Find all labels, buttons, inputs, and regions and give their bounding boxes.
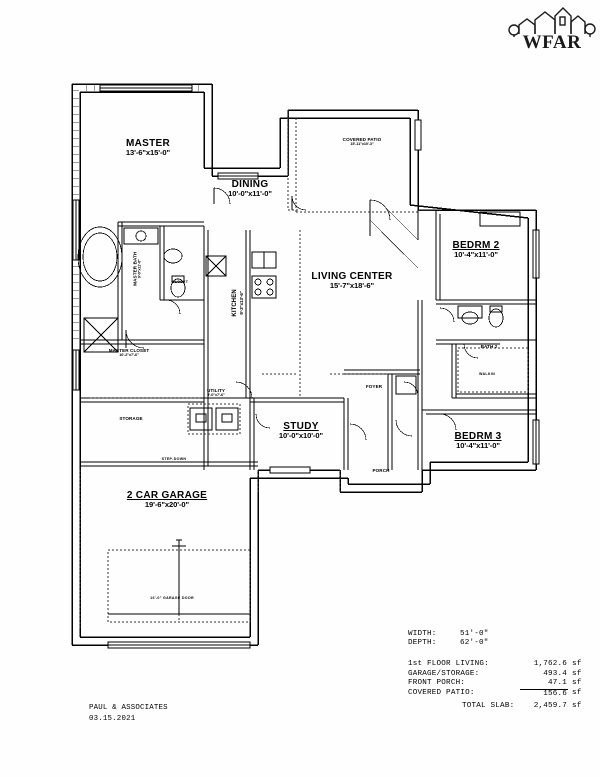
room-label-foyer: FOYER xyxy=(314,384,434,389)
depth-label: DEPTH: xyxy=(408,639,437,647)
area-row: FRONT PORCH: 47.1 sf xyxy=(408,679,588,689)
room-name: KITCHEN xyxy=(232,289,239,317)
room-name: STUDY xyxy=(283,421,319,432)
area-row: 1st FLOOR LIVING: 1,762.6 sf xyxy=(408,660,588,670)
width-value: 51'-0" xyxy=(460,630,489,638)
room-dimensions: 15'-7"x18'-6" xyxy=(329,281,375,291)
room-label-garage-door: 16'-0" GARAGE DOOR xyxy=(112,596,232,600)
room-name: BEDRM 3 xyxy=(454,431,502,442)
area-value: 1,762.6 xyxy=(533,660,567,668)
room-name: CLOSET xyxy=(171,280,189,284)
area-unit: sf xyxy=(572,679,582,688)
width-label: WIDTH: xyxy=(408,630,437,638)
area-unit: sf xyxy=(572,689,582,698)
depth-value: 62'-0" xyxy=(460,639,489,647)
room-name: 16'-0" GARAGE DOOR xyxy=(150,596,194,600)
author-block: PAUL & ASSOCIATES 03.15.2021 xyxy=(89,703,168,725)
room-name: PORCH xyxy=(372,468,390,473)
room-label-closet: CLOSET xyxy=(120,280,240,284)
room-name: WALKIN xyxy=(479,372,495,376)
total-label: TOTAL SLAB: xyxy=(462,702,515,710)
area-row: COVERED PATIO: 156.6 sf xyxy=(408,688,588,699)
room-dimensions: 10'-4"x11'-0" xyxy=(456,441,500,451)
logo-wordmark: WFAR xyxy=(522,32,582,53)
room-name: BEDRM 2 xyxy=(452,240,500,251)
area-value: 47.1 xyxy=(547,679,567,687)
area-label: 1st FLOOR LIVING: xyxy=(408,660,489,668)
specification-block: WIDTH: 51'-0" DEPTH: 62'-0" 1st FLOOR LI… xyxy=(408,630,588,712)
room-dimensions: 9'-3"x13'-6" xyxy=(238,291,244,315)
room-label-storage: STORAGE xyxy=(71,416,191,421)
room-label-bath-2: BATH 2 xyxy=(429,344,549,349)
width-row: WIDTH: 51'-0" xyxy=(408,630,588,638)
area-row: GARAGE/STORAGE: 493.4 sf xyxy=(408,670,588,680)
area-unit: sf xyxy=(572,660,582,668)
houses-skyline-icon xyxy=(508,7,596,37)
room-name: STORAGE xyxy=(119,416,143,421)
room-dimensions: 15'-11"x10'-3" xyxy=(350,142,374,147)
room-dimensions: 9'-0"x7'-6" xyxy=(207,393,225,398)
room-dimensions: 13'-6"x15'-0" xyxy=(125,148,171,158)
depth-row: DEPTH: 62'-0" xyxy=(408,639,588,647)
area-label: COVERED PATIO: xyxy=(408,689,475,698)
room-dimensions: 10'-4"x11'-0" xyxy=(454,250,498,260)
room-name: BATH 2 xyxy=(480,344,498,349)
room-name: DINING xyxy=(231,179,269,190)
room-name: MASTER CLOSET xyxy=(108,348,150,353)
room-dimensions: 10'-0"x11'-0" xyxy=(228,189,272,199)
room-name: LIVING CENTER xyxy=(311,271,393,282)
room-name: UTILITY xyxy=(206,388,226,393)
firm-name: PAUL & ASSOCIATES xyxy=(89,704,168,712)
room-name: FOYER xyxy=(365,384,383,389)
room-dimensions: 10'-0"x10'-0" xyxy=(278,431,324,441)
room-label-porch: PORCH xyxy=(321,468,441,473)
area-label: GARAGE/STORAGE: xyxy=(408,669,480,678)
room-label-step-down: STEP-DOWN xyxy=(114,457,234,461)
spec-spacer xyxy=(408,648,588,660)
plan-date: 03.15.2021 xyxy=(89,715,136,724)
room-dimensions: 19'-6"x20'-0" xyxy=(144,500,190,510)
room-name: 2 CAR GARAGE xyxy=(126,490,208,501)
area-value: 493.4 xyxy=(543,669,567,678)
room-name: COVERED PATIO xyxy=(342,137,382,142)
room-name: STEP-DOWN xyxy=(161,457,187,461)
room-name: MASTER xyxy=(125,138,171,149)
room-label-walkin: WALKIN xyxy=(427,372,547,376)
room-dimensions: 9'-0"x11'-0" xyxy=(137,259,142,279)
area-value: 156.6 xyxy=(520,688,568,699)
area-unit: sf xyxy=(572,669,582,678)
area-label: FRONT PORCH: xyxy=(408,679,466,688)
wfar-logo: WFAR xyxy=(505,4,597,56)
room-dimensions: 10'-2"x7'-6" xyxy=(119,353,139,358)
total-value: 2,459.7 xyxy=(533,702,567,710)
total-unit: sf xyxy=(572,702,582,710)
total-slab-row: TOTAL SLAB: 2,459.7 sf xyxy=(408,699,588,712)
